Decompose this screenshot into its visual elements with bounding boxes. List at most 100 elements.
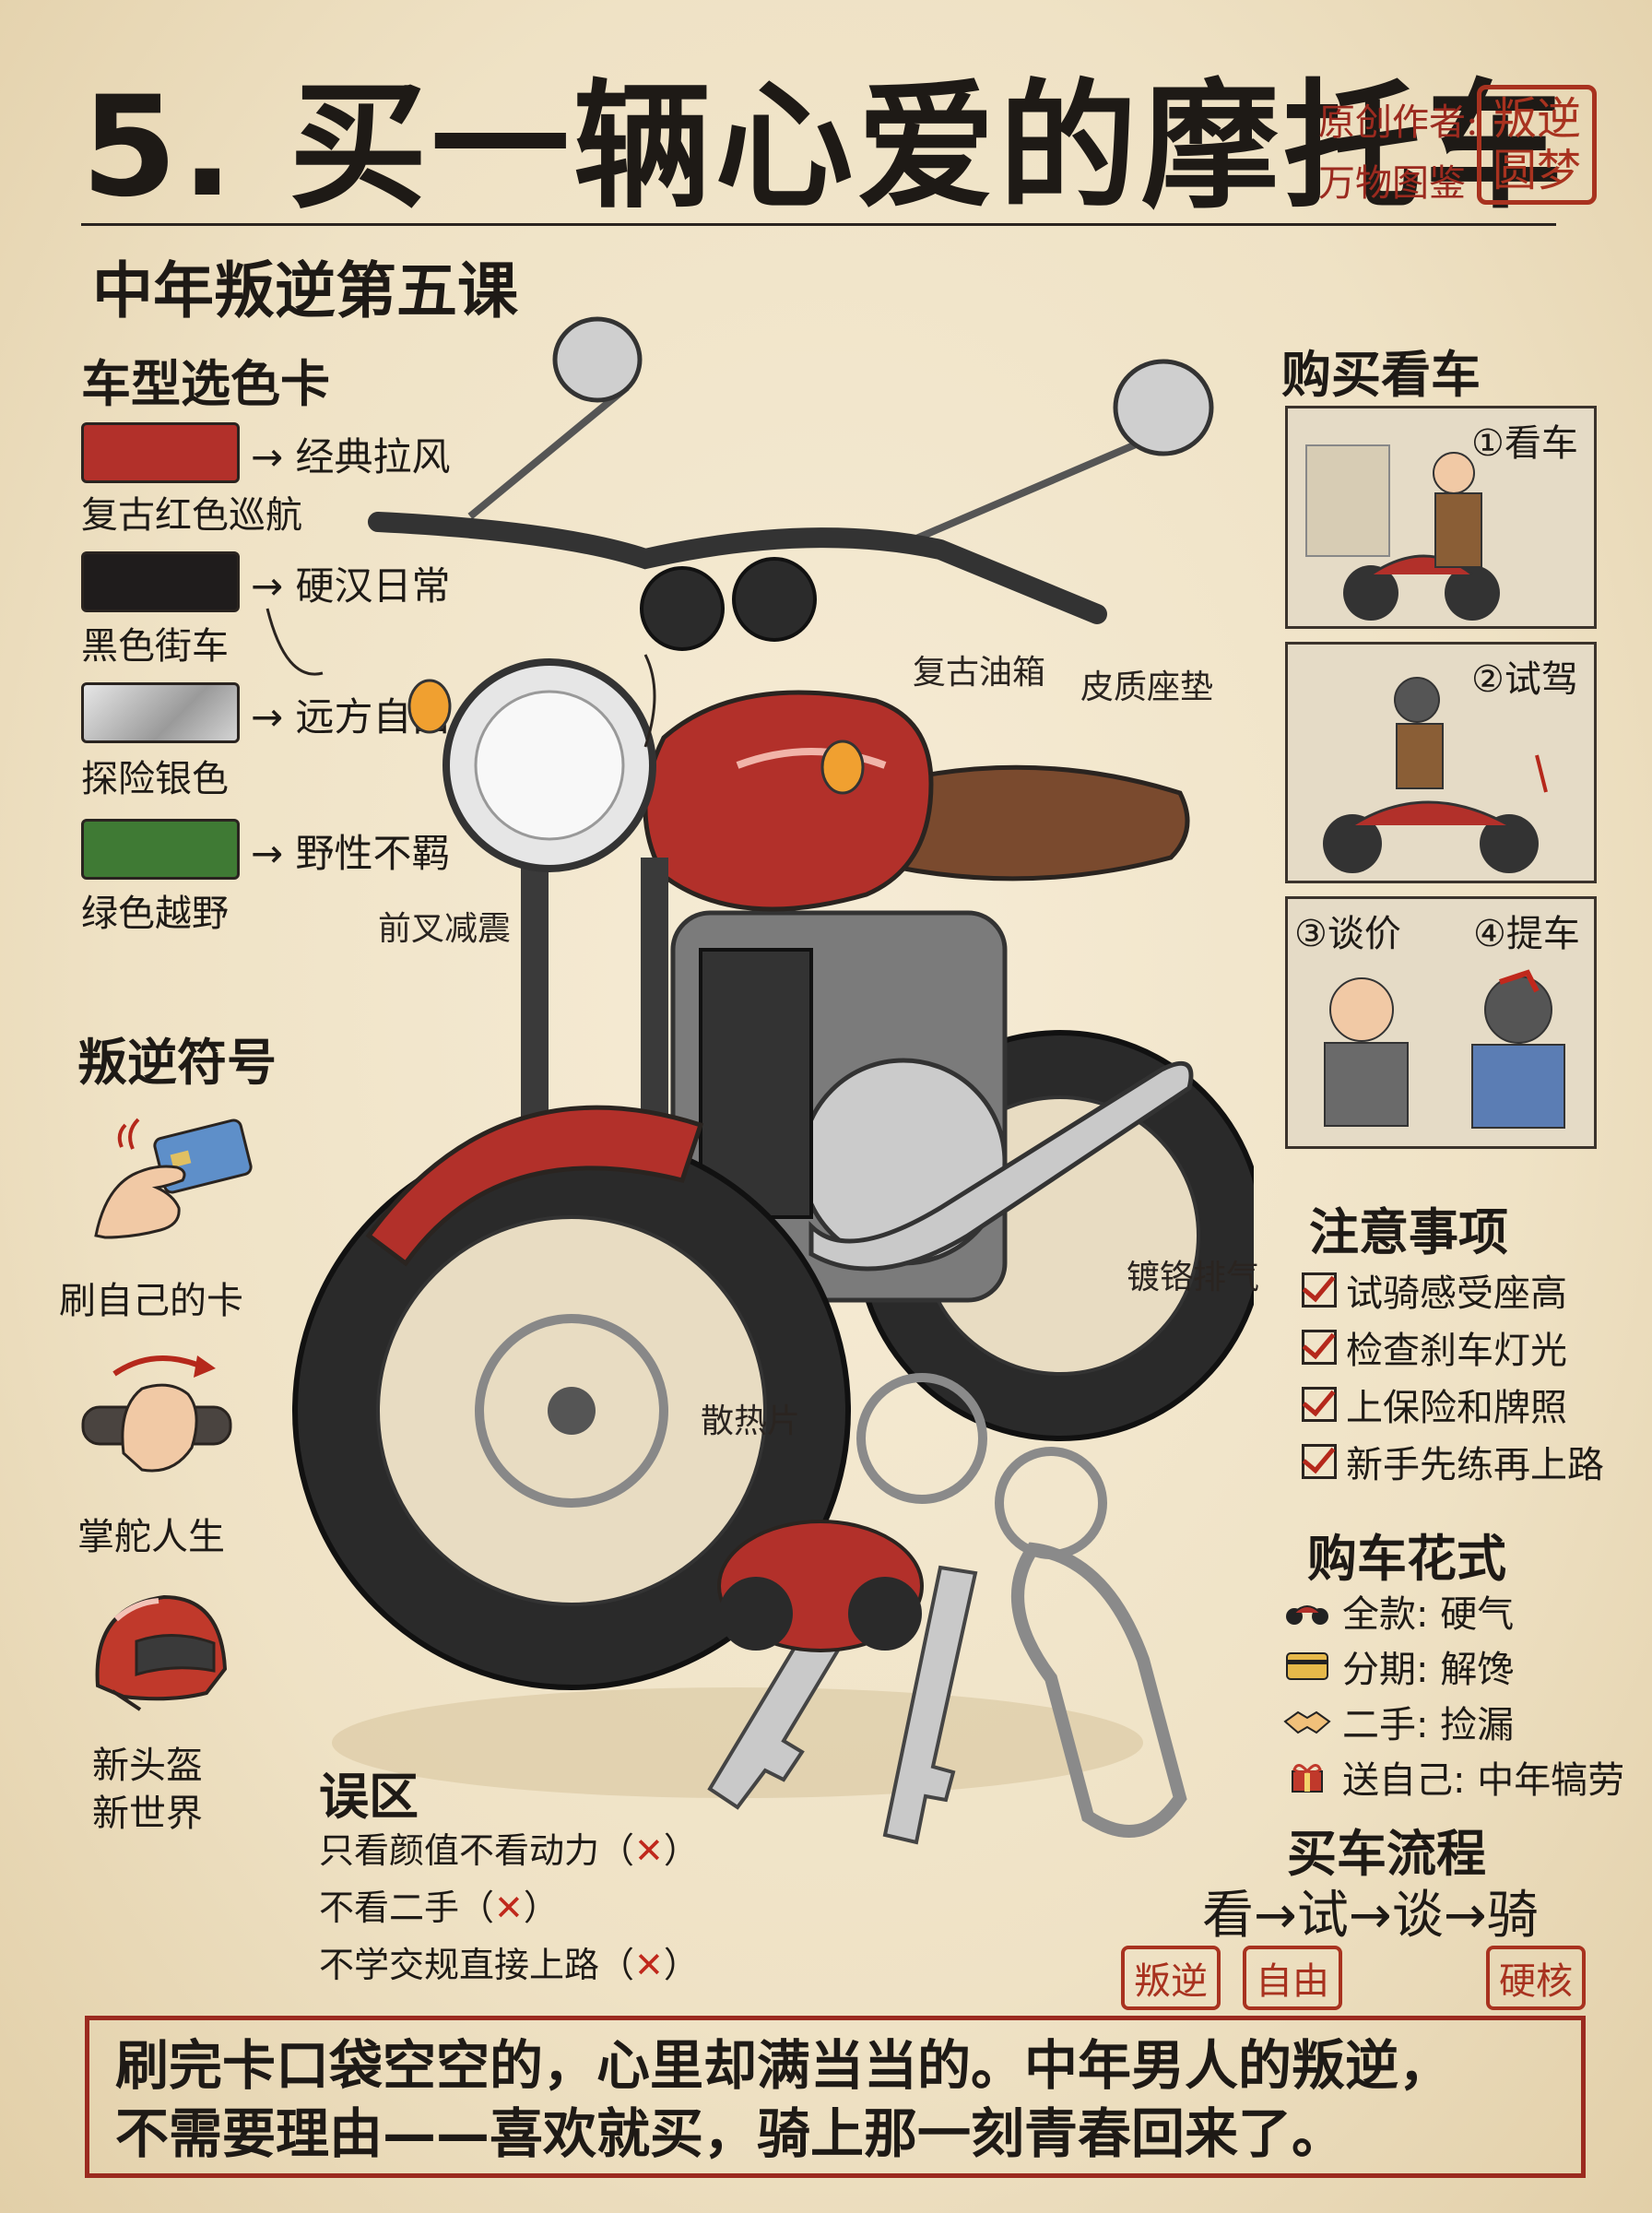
throttle-icon [81,1355,232,1473]
step-label-pickup: ④提车 [1473,913,1580,955]
tag-freedom: 自由 [1243,1946,1342,2010]
myth-item-2: 不看二手（✕） [319,1879,559,1930]
cross-icon: ✕ [634,1945,664,1985]
swatch-silver-name: 探险银色 [81,758,229,800]
swatch-red-name: 复古红色巡航 [81,494,302,537]
step-panel-test-ride [1285,642,1597,883]
note-item-4: 新手先练再上路 [1302,1435,1604,1488]
checkbox-checked-icon [1302,1444,1337,1479]
buy-style-text: 分期: 解馋 [1342,1649,1515,1691]
gift-icon [1292,1764,1323,1793]
swatch-green-meaning: → 野性不羁 [251,831,451,876]
buy-style-text: 二手: 捡漏 [1342,1704,1515,1746]
myth-text: 只看颜值不看动力（ [319,1830,635,1871]
myth-item-1: 只看颜值不看动力（✕） [319,1822,699,1873]
swatch-black-name: 黑色街车 [81,625,229,668]
swatch-green-name: 绿色越野 [81,893,229,935]
left-mirror-stem [467,384,630,520]
author-credit: 原创作者: 万物图鉴 [1318,92,1478,214]
myth-text: 不看二手（ [319,1888,495,1928]
note-item-3: 上保险和牌照 [1302,1378,1567,1431]
handshake-icon [1283,1710,1331,1734]
right-mirror-stem [902,430,1163,548]
leather-seat [882,764,1190,882]
closing-quote-box: 刷完卡口袋空空的，心里却满当当的。中年男人的叛逆， 不需要理由——喜欢就买，骑上… [85,2016,1586,2178]
swatch-red-meaning: → 经典拉风 [251,434,451,479]
page-subtitle: 中年叛逆第五课 [92,255,518,326]
note-text: 试骑感受座高 [1346,1272,1567,1315]
motorcycle-icon [1286,1605,1328,1625]
color-card-title: 车型选色卡 [81,355,330,413]
negotiate-pickup-sketch [1288,899,1594,1146]
flow-title: 买车流程 [1287,1825,1486,1883]
card-hand-icon [94,1118,253,1239]
test-ride-sketch [1288,645,1594,881]
note-item-2: 检查刹车灯光 [1302,1320,1567,1374]
left-mirror [552,316,643,403]
buy-styles-title: 购车花式 [1307,1530,1506,1588]
swatch-black [81,551,240,612]
step-label-view: ①看车 [1471,422,1578,465]
helmet-icon [95,1594,228,1711]
cross-icon: ✕ [634,1830,664,1871]
flow-steps: 看→试→谈→骑 [1202,1886,1539,1946]
showroom-sketch [1288,408,1594,626]
myth-end: ） [663,1830,699,1871]
swatch-green [81,819,240,880]
seal-line-2: 圆梦 [1492,145,1581,196]
checkbox-checked-icon [1302,1272,1337,1308]
buy-style-gift: 送自己: 中年犒劳 [1283,1750,1624,1804]
chrome-exhaust [808,1060,1194,1272]
symbol-throttle-label: 掌舵人生 [77,1516,225,1558]
buy-style-full: 全款: 硬气 [1283,1584,1514,1638]
step-panel-deal [1285,896,1597,1149]
author-label: 原创作者: [1318,101,1479,144]
step-label-test-ride: ②试驾 [1471,658,1578,701]
symbol-card-label: 刷自己的卡 [59,1280,243,1322]
author-name: 万物图鉴 [1318,162,1466,205]
note-text: 检查刹车灯光 [1346,1330,1567,1372]
symbol-helmet-label-2: 新世界 [92,1793,203,1835]
seal-line-1: 叛逆 [1492,93,1581,145]
checkbox-checked-icon [1302,1330,1337,1365]
callout-tank: 复古油箱 [913,654,1046,692]
notes-title: 注意事项 [1309,1203,1508,1261]
buy-style-installment: 分期: 解馋 [1283,1639,1514,1693]
myth-end: ） [523,1888,559,1928]
quote-line-1: 刷完卡口袋空空的，心里却满当当的。中年男人的叛逆， [115,2034,1453,2097]
step-panel-view [1285,406,1597,629]
title-divider [81,223,1556,226]
cross-icon: ✕ [494,1888,524,1928]
buy-style-text: 全款: 硬气 [1342,1593,1515,1636]
motorcycle-illustration [266,316,1254,1798]
swatch-red [81,422,240,483]
tag-hardcore: 硬核 [1486,1946,1586,2010]
note-item-1: 试骑感受座高 [1302,1263,1567,1317]
swatch-silver [81,682,240,743]
myth-end: ） [663,1945,699,1985]
myths-title: 误区 [319,1768,419,1826]
myth-text: 不学交规直接上路（ [319,1945,635,1985]
callout-seat: 皮质座垫 [1080,669,1214,706]
step-label-negotiate: ③谈价 [1294,913,1401,955]
callout-radiator: 散热片 [701,1402,801,1440]
note-text: 上保险和牌照 [1346,1387,1567,1429]
page-title: 5. 买一辆心爱的摩托车 [81,67,1567,228]
quote-line-2: 不需要理由——喜欢就买，骑上那一刻青春回来了。 [115,2102,1346,2165]
symbol-helmet-label-1: 新头盔 [92,1745,203,1787]
swatch-black-meaning: → 硬汉日常 [251,563,451,609]
callout-fork: 前叉减震 [378,910,512,948]
callout-exhaust: 镀铬排气 [1127,1259,1260,1296]
checkbox-checked-icon [1302,1387,1337,1422]
buy-style-text: 送自己: 中年犒劳 [1342,1759,1625,1802]
credit-card-icon [1286,1652,1328,1680]
buy-style-used: 二手: 捡漏 [1283,1695,1514,1748]
note-text: 新手先练再上路 [1346,1444,1604,1486]
retro-tank [643,690,934,912]
symbols-title: 叛逆符号 [77,1034,277,1092]
myth-item-3: 不学交规直接上路（✕） [319,1936,699,1987]
keychain-illustration [707,1373,1187,1845]
buy-steps-title: 购买看车 [1281,346,1481,404]
radiator [699,948,813,1219]
tag-rebel: 叛逆 [1121,1946,1221,2010]
